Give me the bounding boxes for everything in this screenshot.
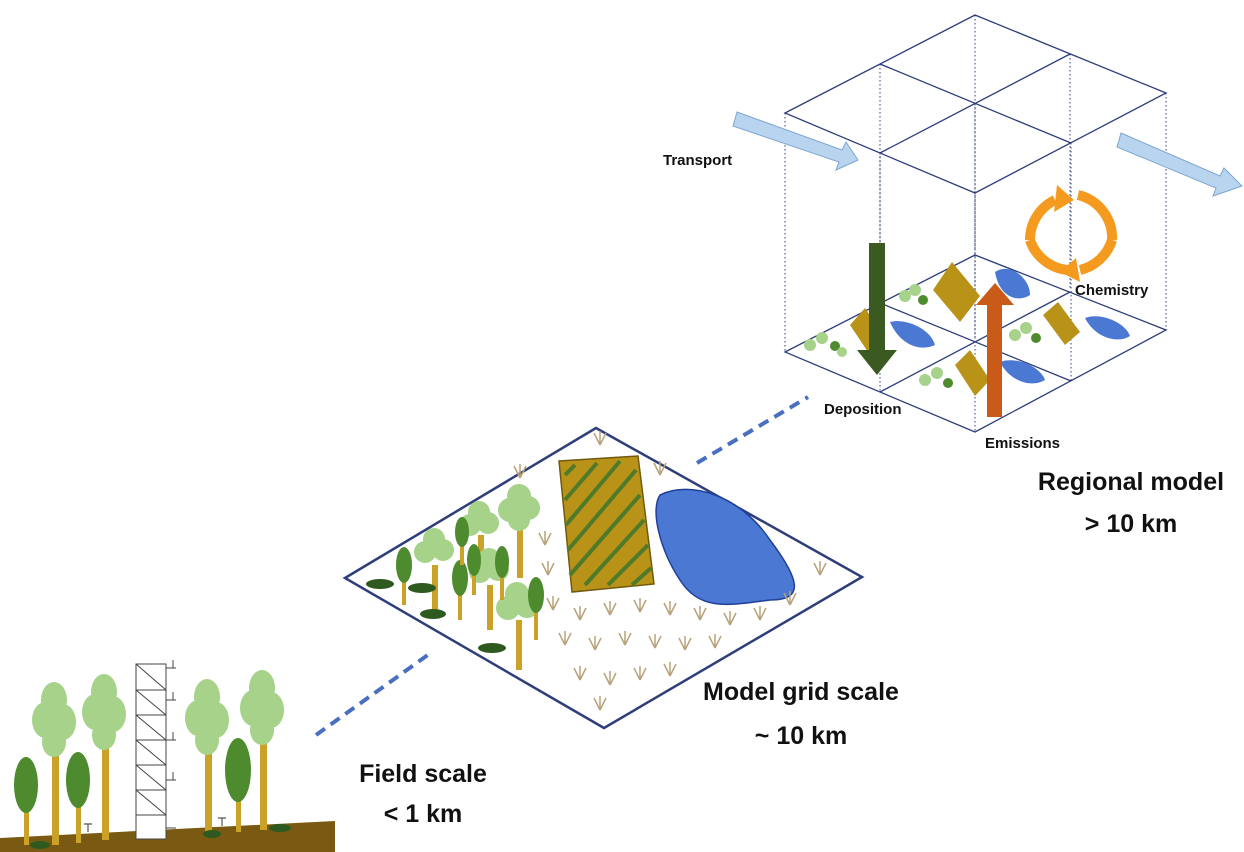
model-grid-tile [342,426,865,730]
tree-group [366,484,544,670]
chemistry-arrowhead-1 [1054,185,1074,212]
flux-tower [135,660,176,840]
grid-scale-title: Model grid scale [703,678,899,706]
soil-ground [0,821,335,852]
deposition-label: Deposition [824,401,902,418]
transport-in-arrow [732,111,859,171]
grass-tufts [513,431,827,711]
transport-label: Transport [663,152,732,169]
regional-model-size: > 10 km [1085,510,1177,538]
mini-landscape-front [919,350,1045,396]
connector-field-to-grid [314,650,434,737]
mini-landscape-right [1009,302,1130,345]
chemistry-cycle-icon [1024,190,1118,276]
field-trees [14,670,291,849]
field-scene [0,660,335,852]
lake [655,488,796,606]
emissions-label: Emissions [985,435,1060,452]
mini-landscape-back [899,262,1030,322]
emission-arrow [976,283,1014,417]
deposition-arrow [857,243,897,375]
field-scale-size: < 1 km [384,800,463,828]
connector-grid-to-regional [695,395,810,465]
grid-scale-size: ~ 10 km [755,722,847,750]
transport-out-arrow [1116,132,1243,197]
chemistry-label: Chemistry [1075,282,1149,299]
regional-model-title: Regional model [1038,468,1224,496]
chemistry-arrowhead-2 [1060,258,1080,282]
field-scale-title: Field scale [359,760,487,788]
